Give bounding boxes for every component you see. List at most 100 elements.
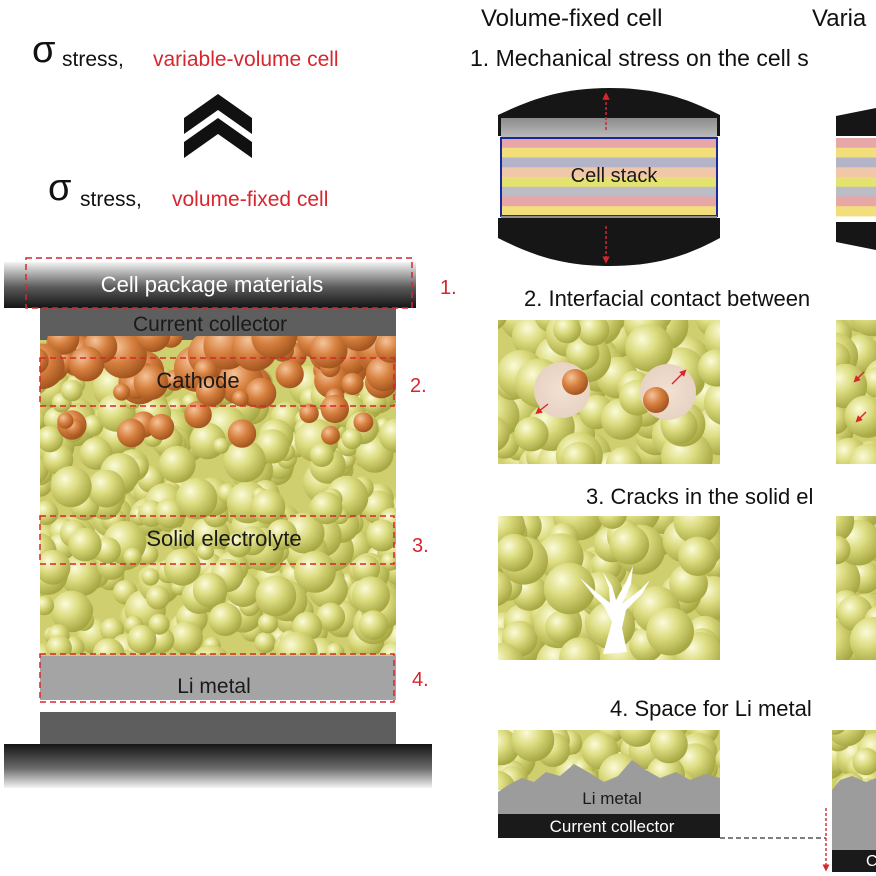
- electrolyte-particle: [309, 491, 343, 525]
- stack-stripe: [836, 138, 876, 149]
- current-collector-label: Current collector: [133, 313, 287, 336]
- electrolyte-particle: [849, 617, 876, 660]
- stack-stripe: [836, 196, 876, 207]
- electrolyte-particle: [175, 477, 218, 520]
- electrolyte-particle: [127, 624, 157, 654]
- cathode-particle: [341, 372, 364, 395]
- electrolyte-particle: [850, 320, 876, 337]
- electrolyte-particle: [678, 536, 718, 576]
- sigma-symbol-top: σ: [32, 29, 55, 71]
- electrolyte-particle: [60, 379, 83, 402]
- cathode-particle: [184, 400, 212, 429]
- cathode-particle: [194, 358, 218, 382]
- electrolyte-particle: [50, 590, 93, 633]
- stack-stripe: [501, 177, 717, 188]
- electrolyte-particle: [511, 730, 555, 762]
- electrolyte-particle: [40, 425, 64, 453]
- electrolyte-particle: [646, 607, 694, 656]
- volume-fixed-label: volume-fixed cell: [172, 188, 328, 211]
- current-collector-small-label: Current collector: [550, 817, 675, 836]
- li-space-volume-fixed: Li metal Current collector: [498, 730, 826, 839]
- electrolyte-particle: [498, 642, 524, 660]
- stack-stripe: [501, 167, 717, 178]
- electrolyte-particle: [68, 527, 102, 562]
- cathode-label: Cathode: [156, 368, 239, 393]
- stack-stripe: [836, 177, 876, 188]
- electrolyte-particle: [276, 631, 318, 654]
- cathode-particle: [321, 425, 340, 445]
- interfacial-contact-volume-fixed: [498, 320, 720, 464]
- cathode-particle: [135, 336, 171, 353]
- electrolyte-particle: [255, 575, 297, 617]
- electrolyte-particle: [40, 500, 59, 526]
- highlight-box-1: [25, 257, 413, 309]
- stack-stripe: [501, 147, 717, 158]
- electrolyte-particle: [609, 524, 650, 565]
- bottom-current-collector-layer: [40, 712, 396, 744]
- electrolyte-particle: [167, 527, 192, 551]
- electrolyte-particle: [625, 324, 673, 372]
- electrolyte-particle: [379, 418, 396, 453]
- li-metal-small-label: Li metal: [582, 789, 642, 808]
- cathode-particle-left: [562, 369, 588, 395]
- cell-package-label: Cell package materials: [101, 272, 324, 297]
- stress-comparison: σ stress, variable-volume cell σ stress,…: [32, 29, 339, 211]
- partial-arrow-2: [855, 411, 867, 423]
- electrolyte-particle: [123, 547, 142, 567]
- cathode-particle: [365, 356, 396, 392]
- electrolyte-particle: [92, 638, 125, 654]
- cathode-particle: [245, 377, 277, 409]
- electrolyte-particle: [514, 416, 549, 452]
- electrolyte-particle: [141, 568, 160, 586]
- stack-stripe: [501, 186, 717, 197]
- stack-stripes: [501, 138, 717, 217]
- highlight-box-2: [39, 357, 395, 407]
- mechanism-panels: Volume-fixed cell Varia 1. Mechanical st…: [470, 5, 876, 872]
- cell-cross-section: Cell package materials Current collector…: [4, 257, 457, 788]
- electrolyte-particle: [325, 642, 345, 654]
- electrolyte-particle: [836, 516, 855, 544]
- bottom-plate-bulged: [498, 218, 720, 266]
- cracks-volume-fixed: [498, 516, 720, 660]
- electrolyte-particle: [154, 498, 185, 529]
- cathode-particle: [148, 413, 175, 440]
- marker-2: 2.: [410, 375, 427, 397]
- electrolyte-particle: [226, 532, 252, 558]
- electrolyte-particle: [158, 445, 196, 483]
- electrolyte-particle: [379, 642, 396, 654]
- electrolyte-particle: [40, 549, 71, 585]
- current-collector-bar: [498, 814, 720, 838]
- stack-stripe: [836, 157, 876, 168]
- cathode-particle: [69, 346, 105, 382]
- electrolyte-particle: [598, 516, 627, 529]
- gap-arrow-left: [535, 403, 549, 415]
- greater-than-chevron-icon: [184, 94, 252, 158]
- cathode-particle: [117, 418, 146, 448]
- dashed-highlight-boxes: [25, 257, 413, 703]
- electrolyte-particle: [148, 613, 170, 635]
- electrolyte-particle: [352, 554, 381, 583]
- electrolyte-particle: [169, 621, 203, 654]
- electrolyte-particle: [40, 595, 54, 616]
- electrolyte-particle: [650, 730, 688, 764]
- electrolyte-particle: [577, 320, 610, 346]
- marker-4: 4.: [412, 669, 429, 691]
- section-3-title: 3. Cracks in the solid el: [586, 484, 813, 509]
- electrolyte-particle: [380, 552, 396, 571]
- electrolyte-particle: [21, 375, 39, 393]
- electrolyte-particle: [498, 533, 534, 572]
- cathode-particle: [227, 419, 257, 448]
- cathode-particle: [251, 336, 297, 360]
- electrolyte-particle: [498, 570, 513, 607]
- electrolyte-particle: [213, 437, 230, 454]
- electrolyte-particle: [619, 730, 656, 747]
- cracks-variable-volume: [836, 516, 876, 660]
- section-4-title: 4. Space for Li metal: [610, 696, 812, 721]
- cathode-particle: [195, 376, 226, 407]
- electrolyte-particle: [250, 489, 286, 525]
- electrolyte-particle: [697, 349, 720, 387]
- highlight-box-4: [39, 653, 395, 703]
- stack-stripe: [836, 147, 876, 158]
- stack-stripe: [836, 167, 876, 178]
